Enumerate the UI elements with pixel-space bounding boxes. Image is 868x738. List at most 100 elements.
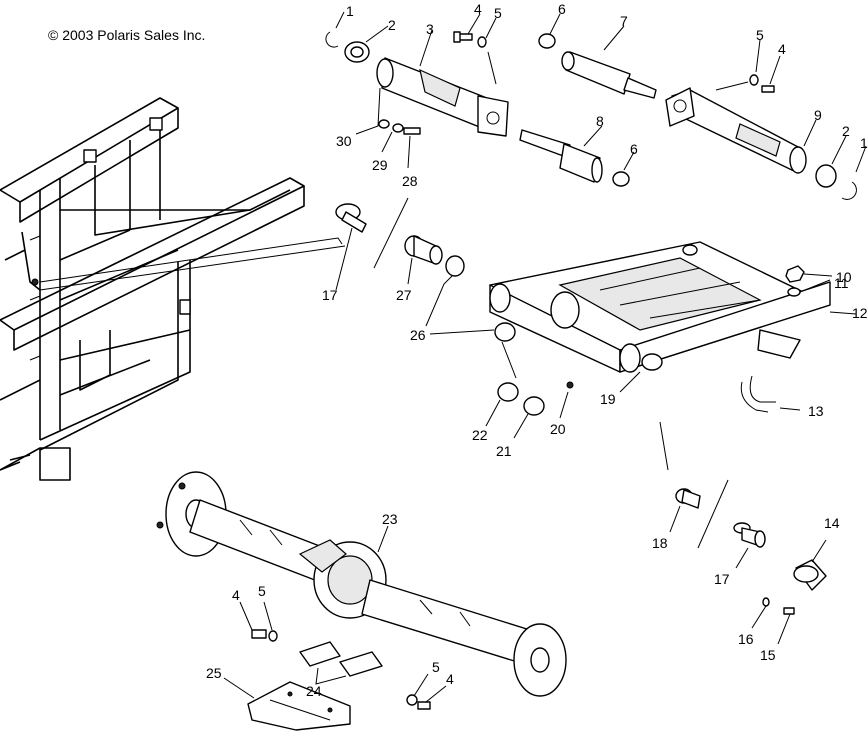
rear-axle-assembly	[156, 471, 567, 697]
skid-plate-25	[247, 681, 351, 731]
leader-1a	[335, 11, 345, 29]
callout-21: 21	[496, 443, 512, 459]
callout-labels: 1 2 3 4 5 6 7 5 4 8 6 9 2 1 30 29 28 17 …	[206, 1, 868, 699]
callout-10: 10	[836, 269, 852, 285]
callout-15: 15	[760, 647, 776, 663]
spline-shaft-middle	[519, 129, 603, 183]
leader-24	[315, 667, 347, 685]
bushing-19	[641, 353, 663, 371]
swing-arm-assembly	[489, 241, 831, 373]
callout-5c: 5	[258, 583, 266, 599]
callout-14: 14	[824, 515, 840, 531]
bolt-top-right	[749, 74, 775, 93]
cap-14	[793, 559, 827, 591]
axle-housing-tube-right	[665, 87, 807, 174]
leader-25	[223, 677, 255, 699]
bolt-bottom	[406, 694, 431, 710]
washer-22	[497, 382, 519, 402]
leader-8	[583, 125, 603, 147]
callout-1a: 1	[346, 3, 354, 19]
leader-27	[407, 257, 413, 285]
leader-14	[811, 539, 827, 563]
callout-4b: 4	[778, 41, 786, 57]
callout-12: 12	[852, 305, 868, 321]
callout-9: 9	[814, 107, 822, 123]
callout-4a: 4	[474, 1, 482, 17]
bushing-21	[523, 396, 545, 416]
leader-28	[373, 197, 409, 269]
callout-23: 23	[382, 511, 398, 527]
callout-4c: 4	[232, 587, 240, 603]
bearing-left	[344, 41, 370, 63]
callout-11: 11	[834, 275, 849, 291]
callout-4d: 4	[446, 671, 454, 687]
callout-7: 7	[620, 13, 628, 29]
washer-11	[787, 287, 801, 297]
leader-12	[829, 311, 857, 315]
leader-17a	[335, 227, 353, 291]
callout-2a: 2	[388, 17, 396, 33]
leader-18	[669, 505, 681, 533]
spline-shaft-top	[561, 51, 657, 99]
bushing-26-lower	[494, 322, 516, 342]
leader-6b	[623, 151, 635, 171]
leader-7	[603, 25, 625, 51]
callout-6b: 6	[630, 141, 638, 157]
pivot-bolt-upper	[335, 203, 367, 233]
screw-15	[783, 607, 795, 615]
leader-5a	[485, 17, 497, 85]
leader-20	[559, 391, 569, 419]
leader-9	[803, 119, 817, 147]
leader-15	[777, 613, 791, 645]
axle-housing-tube-left	[376, 57, 509, 137]
pads-24	[299, 641, 383, 677]
leader-4a	[467, 13, 481, 35]
leader-4d	[425, 685, 447, 703]
leader-2b	[831, 135, 847, 165]
leader-5b	[715, 39, 761, 91]
washer-top-left	[477, 36, 487, 48]
leader-28a	[407, 135, 411, 169]
callout-28: 28	[402, 173, 418, 189]
callout-6a: 6	[558, 1, 566, 17]
vehicle-frame	[0, 97, 305, 481]
leader-5c	[263, 601, 273, 631]
callout-1b: 1	[860, 135, 868, 151]
grease-fitting-20	[566, 381, 574, 389]
snap-ring-left	[325, 31, 339, 48]
leader-26a	[425, 275, 495, 335]
leader-6a	[549, 13, 561, 35]
bushing-top	[538, 33, 556, 49]
nut-10	[785, 265, 805, 283]
bolt-lower-left	[251, 629, 278, 642]
bearing-right	[815, 164, 837, 188]
pivot-bolt-lower	[733, 522, 766, 548]
leader-5d	[413, 673, 429, 697]
washer-16	[762, 597, 770, 607]
callout-17b: 17	[714, 571, 730, 587]
callout-20: 20	[550, 421, 566, 437]
leader-18-line	[659, 421, 669, 471]
washer-29	[392, 123, 404, 133]
leader-26	[501, 341, 517, 379]
callout-18: 18	[652, 535, 668, 551]
leader-22	[485, 399, 501, 427]
callout-5d: 5	[432, 659, 440, 675]
copyright-notice: © 2003 Polaris Sales Inc.	[48, 27, 205, 43]
leader-17b	[735, 547, 749, 569]
washer-30	[378, 119, 390, 129]
bushing-26-top	[445, 255, 465, 277]
callout-16: 16	[738, 631, 754, 647]
leader-19	[619, 371, 641, 393]
callout-3: 3	[426, 21, 434, 37]
bushing-middle	[612, 171, 630, 187]
leader-3	[419, 29, 433, 67]
callout-2b: 2	[842, 123, 850, 139]
callout-19: 19	[600, 391, 616, 407]
bolt-top-left	[453, 31, 473, 43]
leader-4b	[769, 55, 781, 85]
callout-29: 29	[372, 157, 388, 173]
callout-30: 30	[336, 133, 352, 149]
pivot-bushing-27	[404, 235, 443, 265]
